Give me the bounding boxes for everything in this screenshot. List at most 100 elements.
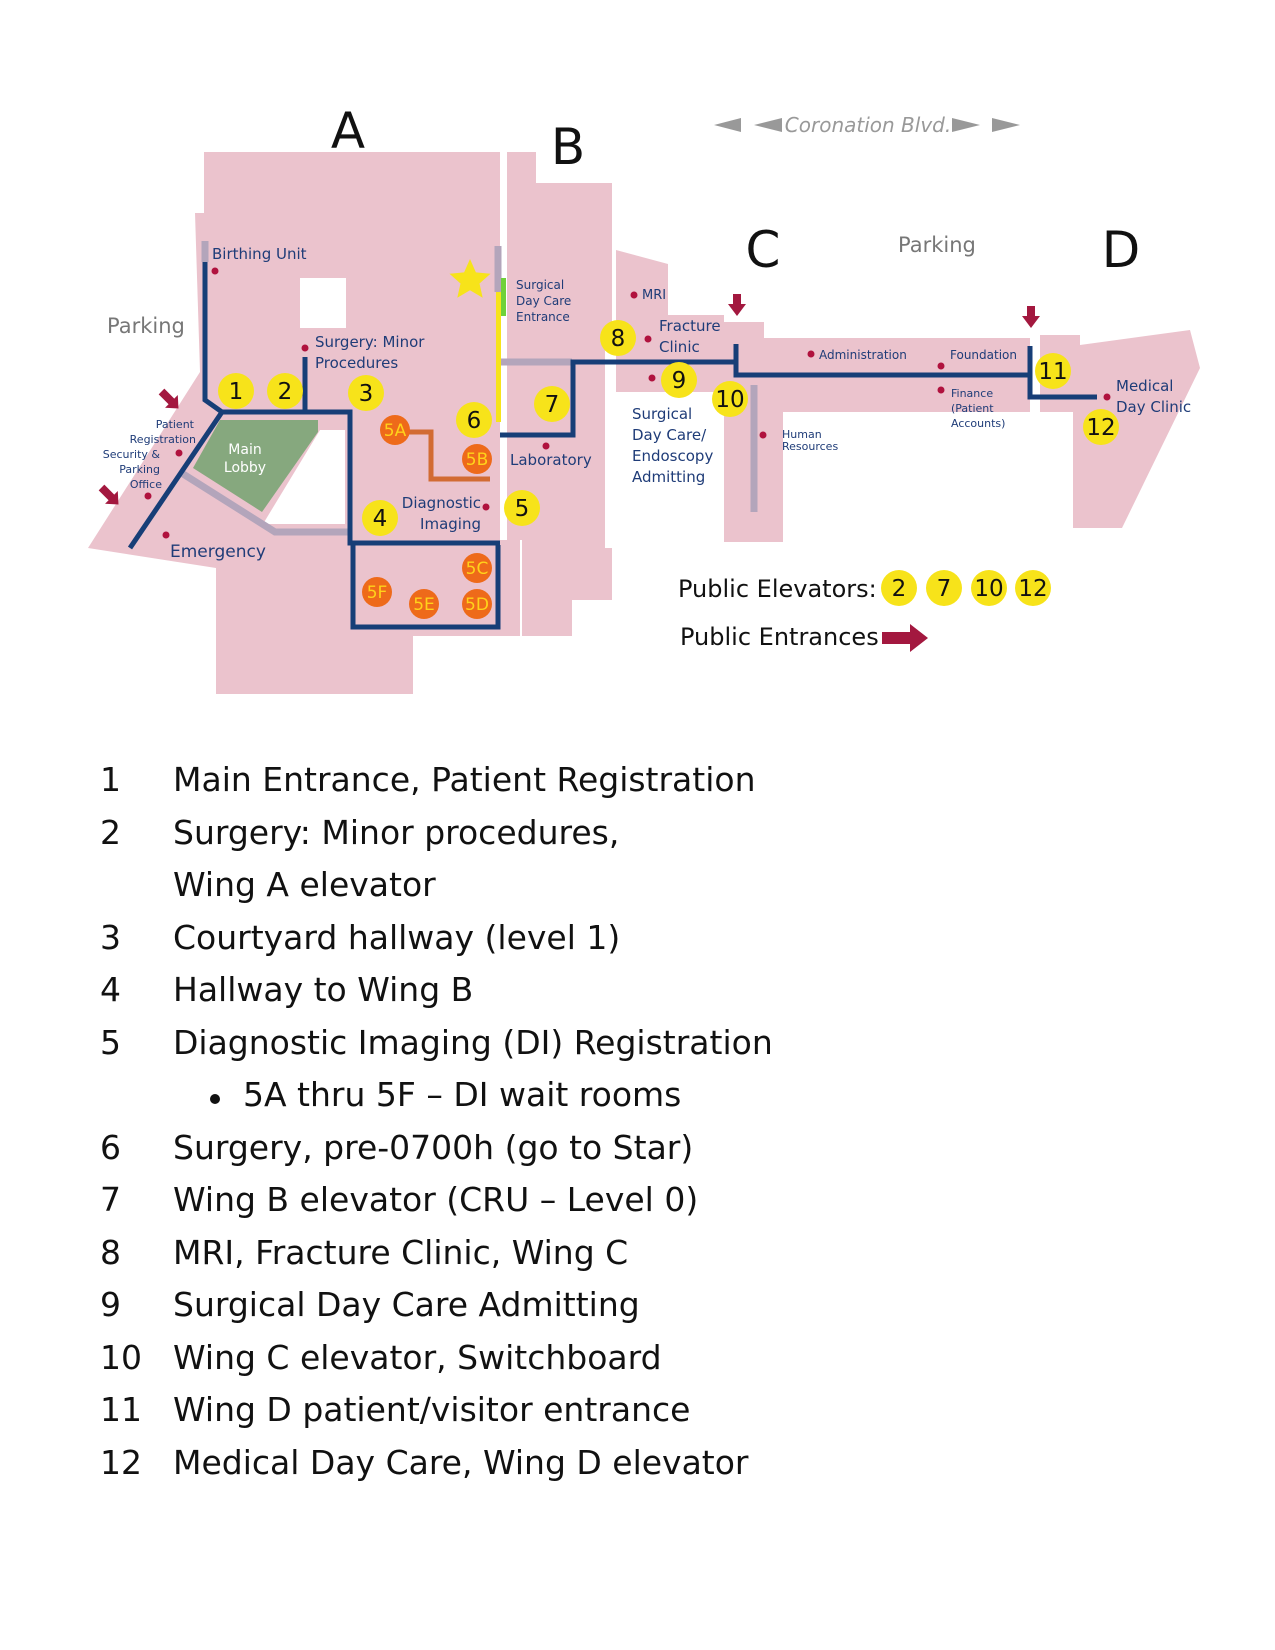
- entrance-arrows: [98, 294, 1040, 505]
- legend-elevator-12: 12: [1015, 570, 1051, 606]
- label-main-lobby-2: Lobby: [224, 460, 266, 476]
- key-description: MRI, Fracture Clinic, Wing C: [173, 1232, 629, 1272]
- key-description: Wing C elevator, Switchboard: [173, 1337, 662, 1377]
- main-corridors: [127, 262, 1097, 630]
- marker-2: 2: [267, 373, 303, 409]
- label-sdc-entrance-1: Surgical: [516, 278, 564, 292]
- legend-entrances-label: Public Entrances: [680, 623, 879, 651]
- label-human-resources-2: Resources: [782, 440, 838, 453]
- courtyard-large: [263, 430, 345, 524]
- key-row: 8 MRI, Fracture Clinic, Wing C: [100, 1233, 1200, 1286]
- marker-7-label: 7: [545, 392, 560, 418]
- key-description: Surgery: Minor procedures,: [173, 812, 620, 852]
- key-row: 6 Surgery, pre-0700h (go to Star): [100, 1128, 1200, 1181]
- marker-8-label: 8: [611, 326, 626, 352]
- legend-elevator-label: 12: [1018, 576, 1047, 602]
- entrance-arrow-icon: [1022, 306, 1040, 328]
- wait-room-5e-label: 5E: [413, 595, 435, 615]
- wing-a-label: A: [331, 102, 365, 160]
- key-description: Surgical Day Care Admitting: [173, 1285, 640, 1324]
- wait-room-5b: 5B: [462, 444, 492, 474]
- map-legend: Public Elevators: 2 7 10 12 Public Entra…: [678, 570, 1051, 652]
- key-description: Hallway to Wing B: [173, 970, 474, 1009]
- room-dot: [937, 362, 945, 370]
- label-laboratory: Laboratory: [510, 451, 592, 469]
- wait-room-5c: 5C: [462, 553, 492, 583]
- key-number: 3: [100, 917, 121, 957]
- key-description: Wing A elevator: [173, 865, 436, 904]
- key-description: Diagnostic Imaging (DI) Registration: [173, 1022, 773, 1062]
- marker-11-label: 11: [1038, 359, 1067, 385]
- room-dot: [175, 449, 183, 457]
- label-patient-registration-2: Registration: [130, 433, 196, 446]
- street-arrows: [714, 118, 1020, 132]
- key-number: 2: [100, 812, 121, 852]
- wait-room-5a-label: 5A: [384, 421, 407, 441]
- label-main-lobby-1: Main: [228, 442, 261, 458]
- room-dot: [144, 492, 152, 500]
- marker-12: 12: [1083, 409, 1119, 445]
- marker-4-label: 4: [373, 506, 388, 532]
- key-number: 6: [100, 1127, 121, 1167]
- room-dot: [482, 503, 490, 511]
- key-number: 11: [100, 1390, 142, 1429]
- label-security-1: Security &: [103, 448, 161, 461]
- label-human-resources-1: Human: [782, 428, 822, 441]
- hospital-map: A B C D Parking Parking Coronation Blvd.: [88, 102, 1200, 694]
- label-patient-registration-1: Patient: [156, 418, 195, 431]
- key-row: 5 Diagnostic Imaging (DI) Registration: [100, 1023, 1200, 1076]
- marker-9: 9: [661, 362, 697, 398]
- wait-room-5d: 5D: [462, 589, 492, 619]
- wait-room-5f-label: 5F: [367, 583, 388, 603]
- marker-6-label: 6: [467, 408, 482, 434]
- key-row: 10 Wing C elevator, Switchboard: [100, 1338, 1200, 1391]
- room-dot: [301, 344, 309, 352]
- label-mri: MRI: [642, 288, 666, 303]
- label-security-2: Parking: [119, 463, 160, 476]
- label-administration: Administration: [819, 348, 907, 362]
- entrance-arrow-icon: [158, 388, 179, 409]
- key-description: Courtyard hallway (level 1): [173, 917, 621, 957]
- room-dot: [937, 386, 945, 394]
- room-dot: [630, 291, 638, 299]
- surgical-day-care-entrance-marker: [501, 278, 506, 316]
- label-emergency: Emergency: [170, 542, 266, 562]
- street-arrow-right-icon: [992, 118, 1020, 132]
- label-diagnostic-imaging-2: Imaging: [420, 515, 481, 533]
- marker-12-label: 12: [1086, 415, 1115, 441]
- marker-5-label: 5: [515, 496, 530, 522]
- marker-9-label: 9: [672, 368, 687, 394]
- label-security-3: Office: [130, 478, 162, 491]
- wing-c-building: [616, 250, 1030, 542]
- parking-label-west: Parking: [107, 314, 185, 338]
- marker-3-label: 3: [359, 381, 374, 407]
- key-row: 11 Wing D patient/visitor entrance: [100, 1390, 1200, 1443]
- key-row: Wing A elevator: [100, 865, 1200, 918]
- marker-11: 11: [1035, 353, 1071, 389]
- room-dot: [648, 374, 656, 382]
- location-key: 1 Main Entrance, Patient Registration 2 …: [100, 760, 1200, 1495]
- bullet-icon: [210, 1094, 220, 1104]
- entrance-arrow-icon: [98, 484, 119, 505]
- label-sdc-entrance-2: Day Care: [516, 294, 571, 308]
- room-dot: [211, 267, 219, 275]
- key-description: Wing B elevator (CRU – Level 0): [173, 1180, 699, 1219]
- room-dots: [144, 267, 1111, 539]
- legend-elevator-7: 7: [926, 570, 962, 606]
- marker-5: 5: [504, 490, 540, 526]
- key-row: 2 Surgery: Minor procedures,: [100, 813, 1200, 866]
- key-row: 9 Surgical Day Care Admitting: [100, 1285, 1200, 1338]
- label-surgery-minor-2: Procedures: [315, 354, 398, 372]
- room-dot: [759, 431, 767, 439]
- di-wait-connector: [405, 429, 490, 482]
- secondary-corridors: [178, 241, 758, 536]
- key-description: 5A thru 5F – DI wait rooms: [243, 1075, 682, 1114]
- legend-elevator-label: 10: [974, 576, 1003, 602]
- label-finance-3: Accounts): [951, 417, 1005, 430]
- label-fracture-clinic-1: Fracture: [659, 317, 721, 335]
- wait-room-5c-label: 5C: [466, 559, 489, 579]
- legend-elevator-label: 2: [892, 576, 907, 602]
- legend-elevator-10: 10: [971, 570, 1007, 606]
- label-sdc-admitting-2: Day Care/: [632, 426, 707, 444]
- wait-room-5e: 5E: [409, 589, 439, 619]
